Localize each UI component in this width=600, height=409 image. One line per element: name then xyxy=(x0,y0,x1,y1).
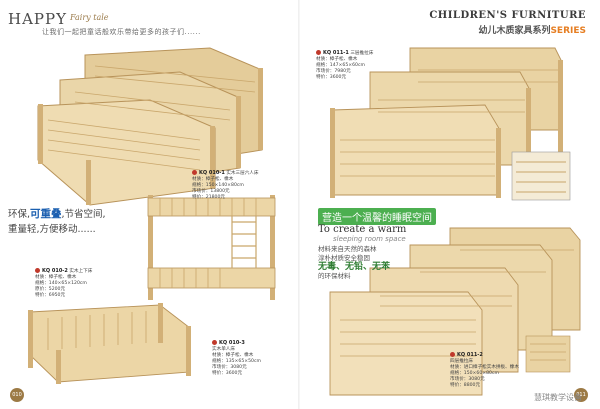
product-code: KQ 011-2 xyxy=(457,352,483,358)
series-title-cn: 幼儿木质家具系列SERIES xyxy=(478,23,586,36)
product-name: 实木三层六人床 xyxy=(226,171,259,176)
product-name: 实木单人床 xyxy=(212,347,235,352)
four-tier-pullout-bed-image xyxy=(329,227,581,396)
banner-english-line1: To create a warm xyxy=(318,224,407,235)
banner-desc-3: 无毒、无铅、无苯 xyxy=(318,262,391,272)
series-title-en: CHILDREN'S FURNITURE xyxy=(429,10,586,21)
spec-block-010-1: KQ 010-1 实木三层六人床材质：樟子松、橡木规格：150×140×80cm… xyxy=(192,170,259,201)
product-code: KQ 010-2 xyxy=(42,268,68,274)
series-cn-text: 幼儿木质家具系列 xyxy=(478,26,551,36)
product-price-1: 原价：5200元 xyxy=(35,287,66,292)
right-page: CHILDREN'S FURNITURE 幼儿木质家具系列SERIES xyxy=(300,0,600,409)
product-code: KQ 010-1 xyxy=(199,170,225,176)
product-code: KQ 010-3 xyxy=(219,340,245,346)
brand-title: HAPPY xyxy=(8,10,68,28)
page-number-left: 010 xyxy=(10,388,24,402)
eco-line2: 重量轻,方便移动...... xyxy=(8,224,96,235)
triple-stacking-bed-image xyxy=(37,47,263,206)
bunk-bed-image xyxy=(147,195,276,300)
product-material: 材质：樟子松、橡木 xyxy=(316,57,358,62)
product-price-2: 特价：21800元 xyxy=(192,195,225,200)
product-size: 规格：140×65×120cm xyxy=(35,281,87,286)
product-material: 材质：樟子松、橡木 xyxy=(35,275,77,280)
product-name: 四层推拉床 xyxy=(450,359,473,364)
product-price-2: 特价：3600元 xyxy=(212,371,243,376)
product-size: 规格：150×140×80cm xyxy=(192,183,244,188)
product-size: 规格：147×65×60cm xyxy=(316,63,365,68)
product-code: KQ 011-1 xyxy=(323,50,349,56)
single-bed-image xyxy=(28,303,191,384)
product-price-1: 市场价：3080元 xyxy=(450,377,485,382)
banner-description: 材料来自天然的森林 淳朴材质安全稳固 无毒、无铅、无苯 的环保材料 xyxy=(318,245,428,281)
product-size: 规格：135×65×50cm xyxy=(212,359,261,364)
product-material: 材质：进口樟子松实木拼板、橡木 xyxy=(450,365,519,370)
bed-illustrations-right xyxy=(329,47,581,396)
eco-line1-bold: 可重叠 xyxy=(30,208,62,220)
product-name: 三层推拉床 xyxy=(350,51,374,56)
watermark: 慧琪教学设备 xyxy=(534,393,582,402)
left-page: HAPPY Fairy tale 让我们一起把童话般欢乐带给更多的孩子们....… xyxy=(8,10,276,402)
product-price-1: 市场价：7980元 xyxy=(316,69,351,74)
product-size: 规格：150×60×80cm xyxy=(450,371,499,376)
banner-desc-2: 淳朴材质安全稳固 xyxy=(318,254,370,262)
brand-tagline: Fairy tale xyxy=(70,13,109,22)
page-number-right: 011 xyxy=(574,388,588,402)
banner-english-line2: sleeping room space xyxy=(333,235,406,243)
product-name: 实木上下床 xyxy=(69,269,93,274)
series-tag: SERIES xyxy=(550,26,586,36)
three-tier-pullout-bed-image xyxy=(330,47,571,201)
eco-line1-pre: 环保, xyxy=(8,209,31,220)
bed-illustrations-left xyxy=(28,47,276,384)
product-price-2: 特价：6950元 xyxy=(35,293,66,298)
product-material: 材质：樟子松、橡木 xyxy=(192,177,234,182)
product-price-1: 市场价：13800元 xyxy=(192,189,230,194)
product-price-1: 市场价：3080元 xyxy=(212,365,247,370)
banner-desc-4: 的环保材料 xyxy=(318,272,351,280)
product-price-2: 特价：3600元 xyxy=(316,75,347,80)
slogan: 让我们一起把童话般欢乐带给更多的孩子们...... xyxy=(42,28,201,36)
banner-desc-1: 材料来自天然的森林 xyxy=(318,245,377,253)
product-material: 材质：樟子松、橡木 xyxy=(212,353,254,358)
eco-slogan: 环保,可重叠,节省空间, 重量轻,方便移动...... xyxy=(8,207,118,237)
product-price-2: 特价：8800元 xyxy=(450,383,481,388)
eco-line1-post: ,节省空间, xyxy=(61,209,106,220)
warm-sleep-banner: 营造一个温馨的睡眠空间 xyxy=(318,208,436,225)
